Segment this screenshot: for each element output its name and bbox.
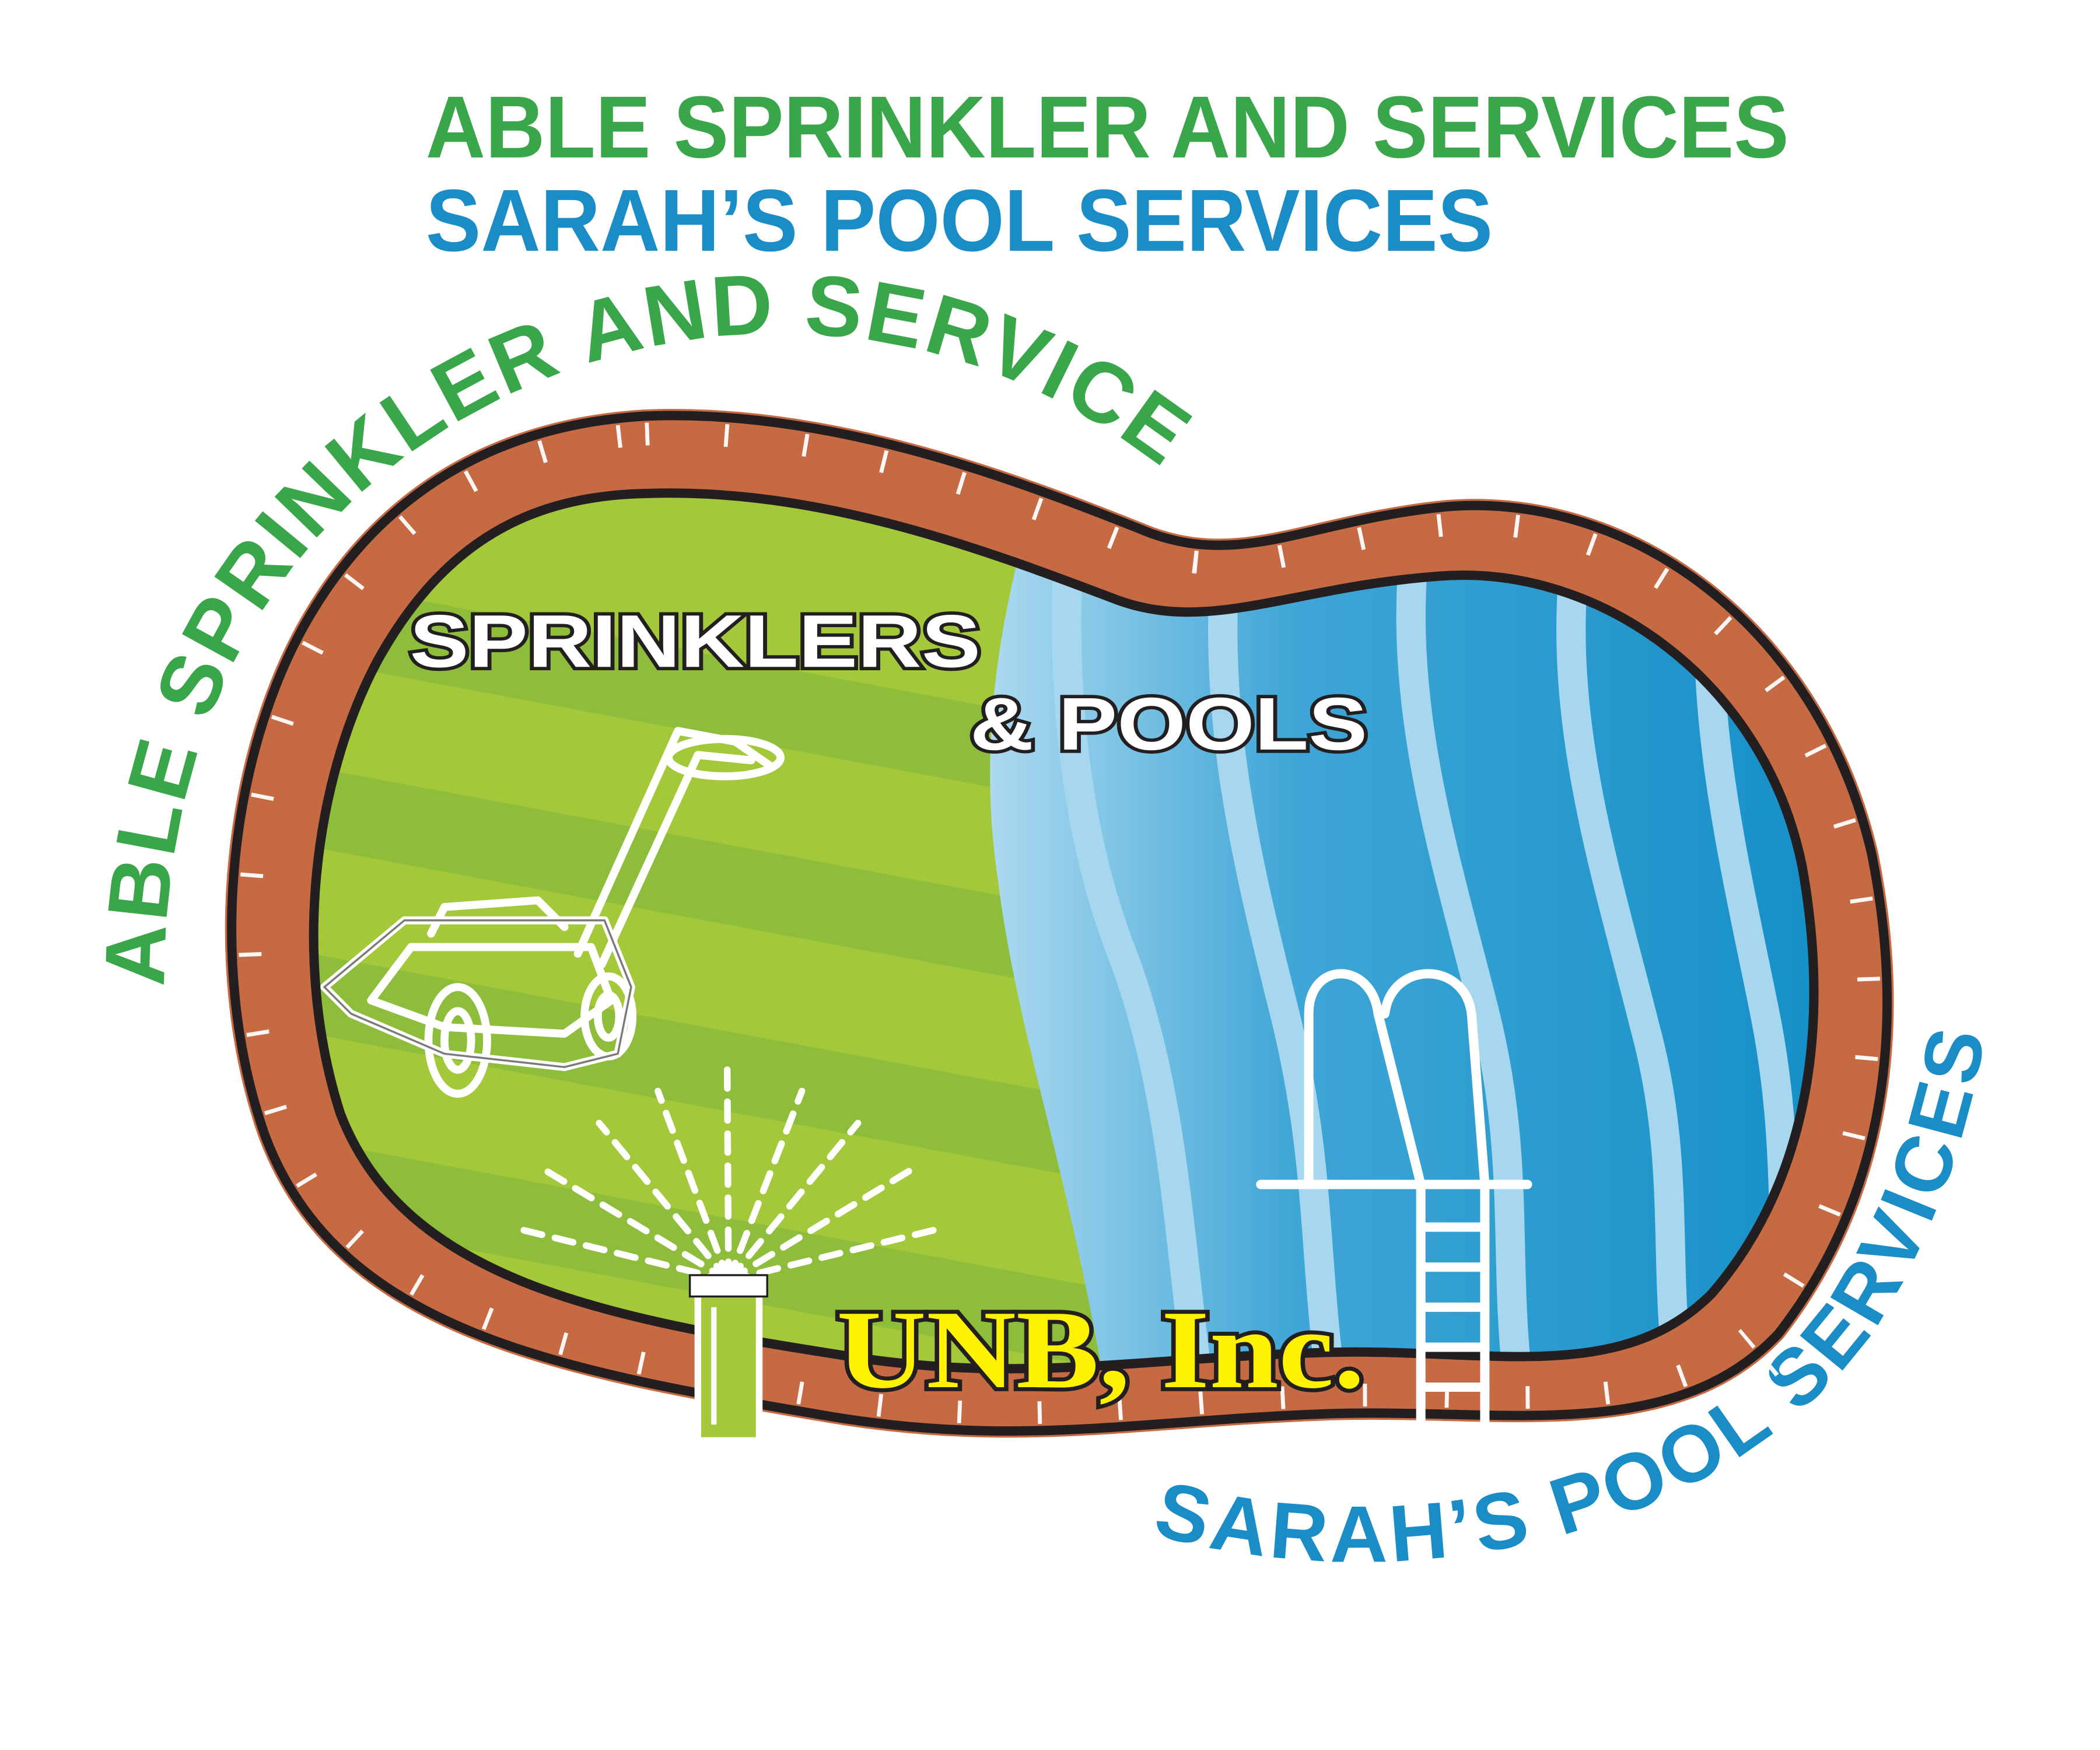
pool-ladder-icon [1256,969,1532,1435]
company-name: UNB, Inc. [836,1287,1364,1412]
water [990,506,1814,1369]
header-line-1: ABLE SPRINKLER AND SERVICES [426,78,1789,176]
badge-line-2: & POOLS [970,682,1367,766]
pool-interior [313,493,1814,1369]
header-line-2: SARAH’S POOL SERVICES [426,171,1493,270]
badge-line-1: SPRINKLERS [410,600,981,683]
sprinkler-icon [508,1063,950,1444]
